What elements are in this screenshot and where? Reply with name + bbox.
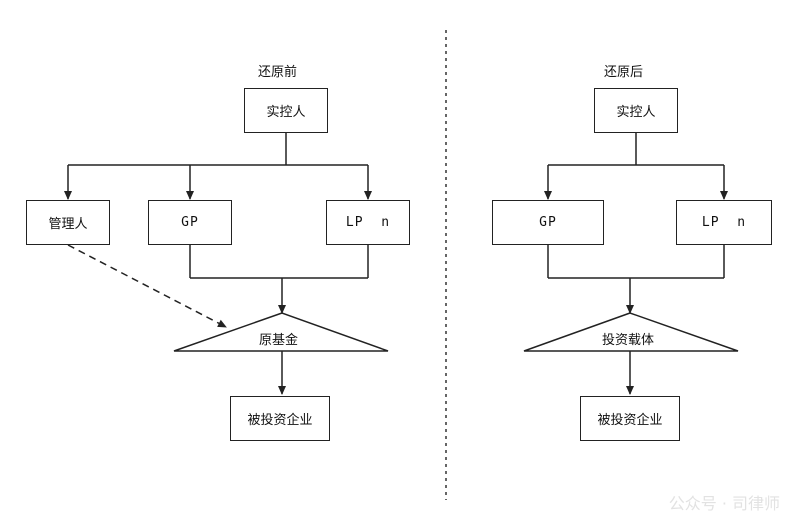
- right-gp-box: GP: [492, 200, 604, 245]
- left-controller-label: 实控人: [266, 105, 306, 120]
- left-lp-label: LP n: [345, 215, 391, 230]
- watermark-text: 公众号 · 司律师: [668, 494, 780, 513]
- left-gp-box: GP: [148, 200, 232, 245]
- right-target-box: 被投资企业: [580, 396, 680, 441]
- left-fund-triangle: [173, 312, 389, 352]
- left-title: 还原前: [258, 65, 298, 80]
- right-vehicle-label: 投资载体: [602, 333, 655, 348]
- left-target-label: 被投资企业: [247, 413, 313, 428]
- left-manager-label: 管理人: [48, 217, 88, 232]
- right-controller-box: 实控人: [594, 88, 678, 133]
- left-manager-box: 管理人: [26, 200, 110, 245]
- right-title: 还原后: [604, 65, 644, 80]
- right-controller-label: 实控人: [616, 105, 656, 120]
- left-lp-box: LP n: [326, 200, 410, 245]
- left-diagram: [64, 133, 389, 395]
- left-controller-box: 实控人: [244, 88, 328, 133]
- right-gp-label: GP: [539, 215, 557, 230]
- left-fund-label: 原基金: [259, 333, 299, 348]
- right-diagram: [523, 133, 739, 395]
- left-gp-label: GP: [181, 215, 199, 230]
- right-lp-box: LP n: [676, 200, 772, 245]
- right-lp-label: LP n: [701, 215, 747, 230]
- left-target-box: 被投资企业: [230, 396, 330, 441]
- right-target-label: 被投资企业: [597, 413, 663, 428]
- right-vehicle-triangle: [523, 312, 739, 352]
- left-manager-dashed-arrow: [67, 244, 227, 328]
